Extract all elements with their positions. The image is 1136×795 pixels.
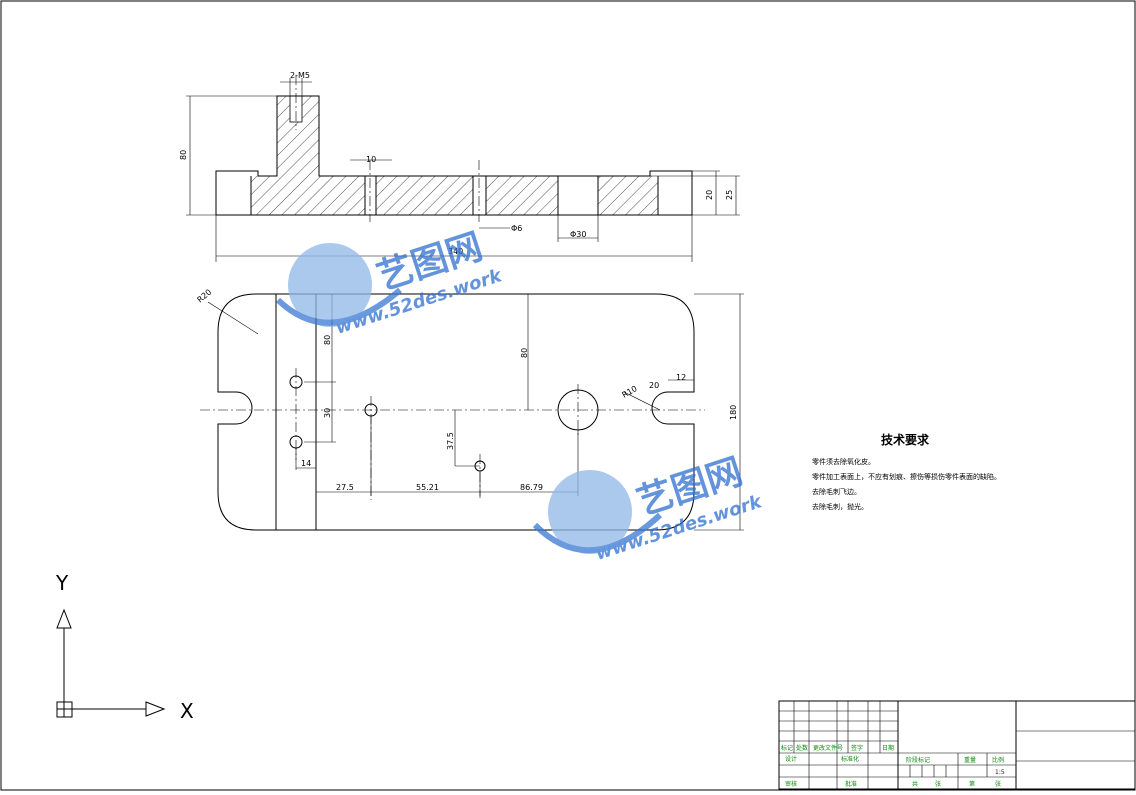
dim-thickness-b: 25 [725, 190, 734, 200]
tb-standard: 标准化 [841, 755, 859, 763]
dim-hole-small: Φ6 [511, 224, 522, 233]
dim-length: 340 [448, 247, 463, 256]
tb-stage: 阶段标记 [906, 756, 930, 764]
technical-notes: 技术要求 零件须去除氧化皮。 零件加工表面上，不应有划痕、擦伤等损伤零件表面的缺… [812, 432, 1001, 511]
tb-label-sign: 签字 [851, 744, 863, 752]
note-item-1: 零件须去除氧化皮。 [812, 457, 875, 466]
tb-design: 设计 [785, 755, 797, 763]
dim-corner-radius: R20 [196, 288, 214, 305]
tb-approve: 批准 [845, 780, 857, 788]
note-item-3: 去除毛刺飞边。 [812, 487, 861, 496]
tb-sheet: 第 [969, 780, 975, 788]
dim-14: 14 [301, 459, 311, 468]
dim-80: 80 [520, 348, 529, 358]
tb-total: 共 [912, 780, 918, 788]
watermark-2: 艺图网 www.52des.work [532, 450, 765, 565]
note-item-2: 零件加工表面上，不应有划痕、擦伤等损伤零件表面的缺陷。 [812, 472, 1001, 481]
dim-86-79: 86.79 [520, 483, 543, 492]
notes-title: 技术要求 [881, 432, 930, 447]
dim-slot-width: 10 [366, 155, 376, 164]
tb-sheets-2: 张 [995, 780, 1001, 788]
axis-x-label: X [180, 699, 194, 723]
dim-height: 80 [179, 150, 188, 160]
dim-top-offset: 80 [323, 335, 332, 345]
tb-scale-value: 1:5 [995, 769, 1005, 776]
note-item-4: 去除毛刺，抛光。 [812, 502, 868, 511]
dim-27-5: 27.5 [336, 483, 354, 492]
tb-sheets-1: 张 [935, 780, 941, 788]
dim-thickness-a: 20 [705, 190, 714, 200]
dim-slot-radius: R10 [621, 384, 639, 400]
tb-label-mark: 标记 [781, 744, 793, 752]
dim-slot-depth: 20 [649, 381, 659, 390]
section-view: 2-M5 80 10 20 25 Φ6 Φ30 340 [179, 71, 740, 262]
dim-pin: 2-M5 [290, 71, 310, 80]
dim-30: 30 [323, 408, 332, 418]
dim-37-5: 37.5 [446, 432, 455, 450]
tb-label-count: 处数 [796, 744, 808, 752]
dim-width: 180 [729, 405, 738, 420]
dim-55-21: 55.21 [416, 483, 439, 492]
axis-y-label: Y [55, 571, 69, 595]
dim-hole-big: Φ30 [570, 230, 586, 239]
watermark-1: 艺图网 www.52des.work [275, 225, 505, 339]
ucs-axis-icon: Y X [55, 571, 194, 723]
tb-check: 审核 [785, 780, 797, 788]
tb-label-date: 日期 [882, 744, 894, 752]
tb-weight: 重量 [964, 756, 976, 764]
dim-slot-end: 12 [676, 373, 686, 382]
tb-label-change: 更改文件号 [813, 744, 843, 752]
title-block: 标记 处数 更改文件号 签字 日期 设计 标准化 审核 批准 阶段标记 重量 比… [778, 700, 1136, 790]
tb-scale: 比例 [992, 756, 1004, 764]
